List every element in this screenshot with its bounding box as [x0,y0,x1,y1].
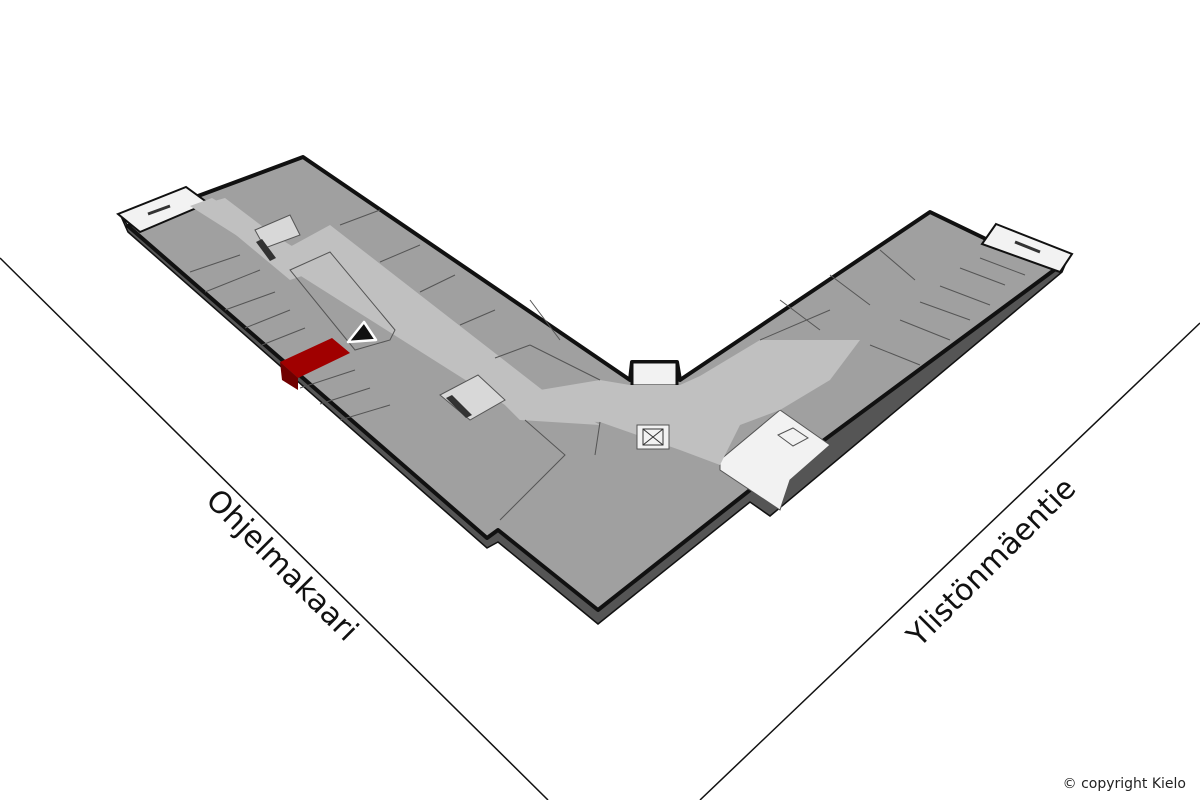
corridor-hub [520,340,860,465]
street-line-ohjelmakaari [0,257,549,800]
entrance-north [630,360,679,388]
stair-mark-east [1014,240,1041,254]
elevator-icon [636,424,670,450]
room-dividers [189,209,1026,521]
highlighted-room[interactable] [280,338,350,378]
corridor-spine [275,225,600,425]
location-arrow-icon [346,320,378,344]
lobby-inner [777,427,809,447]
highlighted-room-side [280,362,298,390]
shaft-west [256,239,276,261]
copyright-text: © copyright Kielo [1062,776,1186,792]
street-line-ylistonmaentie [699,322,1200,800]
stair-mark-west [147,204,171,216]
shaft-center [446,395,472,418]
